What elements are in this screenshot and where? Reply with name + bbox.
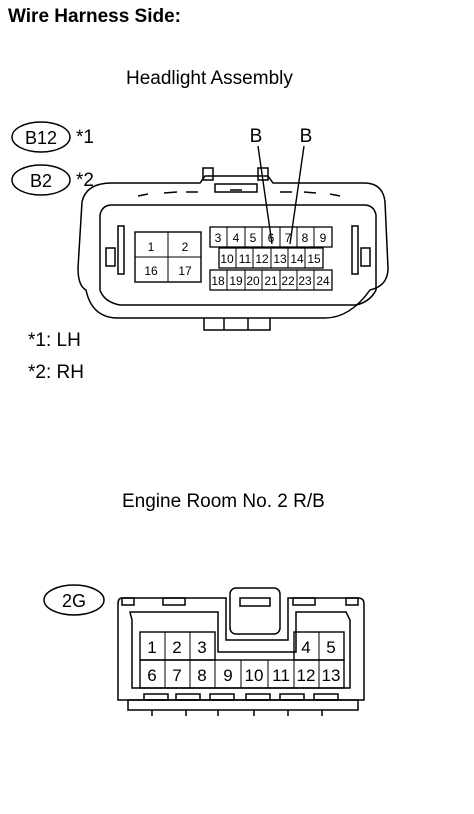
pin-1: 1 [148,240,155,254]
pin-24: 24 [316,274,330,288]
page-title: Wire Harness Side: [8,6,182,27]
pin-20: 20 [246,274,260,288]
svg-text:B2: B2 [30,171,52,191]
svg-text:*2: *2 [76,170,94,191]
pin-13: 13 [273,252,287,266]
pin-7: 7 [285,231,292,245]
pin-18: 18 [211,274,225,288]
pin-2: 2 [182,240,189,254]
pin-6: 6 [268,231,275,245]
connector-code-b12: B12 *1 [11,121,94,153]
engine-room-title: Engine Room No. 2 R/B [122,491,325,512]
headlight-connector [77,167,389,331]
headlight-assembly-title: Headlight Assembly [126,68,293,89]
pin-10: 10 [245,666,264,685]
connector-code-b2: B2 *2 [11,164,94,196]
pin-22: 22 [281,274,295,288]
pin-5: 5 [250,231,257,245]
pin-23: 23 [298,274,312,288]
svg-text:*1: *1 [76,127,94,148]
pin-3: 3 [215,231,222,245]
pin-14: 14 [290,252,304,266]
pin-2: 2 [172,638,181,657]
pin-17: 17 [178,264,192,278]
svg-text:B: B [250,126,263,147]
engine-room-connector [117,587,365,716]
pin-6: 6 [147,666,156,685]
pin-13: 13 [322,666,341,685]
pin-4: 4 [233,231,240,245]
pin-10: 10 [220,252,234,266]
pin-8: 8 [302,231,309,245]
headlight-pins-right: 3 4 5 6 7 8 9 10 11 12 13 14 15 18 19 20… [209,226,333,291]
wire-labels: B B [250,126,313,245]
note-lh: *1: LH [28,330,81,351]
svg-text:2G: 2G [62,591,86,611]
pin-4: 4 [301,638,310,657]
headlight-pins-left: 1 2 16 17 [134,231,202,283]
pin-1: 1 [147,638,156,657]
pin-8: 8 [197,666,206,685]
svg-text:B: B [300,126,313,147]
pin-11: 11 [272,666,290,685]
pin-5: 5 [326,638,335,657]
pin-3: 3 [197,638,206,657]
svg-text:B12: B12 [25,128,57,148]
pin-12: 12 [297,666,316,685]
pin-12: 12 [255,252,269,266]
pin-7: 7 [172,666,181,685]
note-rh: *2: RH [28,362,84,383]
pin-11: 11 [239,252,252,266]
pin-21: 21 [264,274,278,288]
engine-room-pins: 1 2 3 4 5 6 7 8 9 10 11 12 13 [139,631,345,689]
pin-16: 16 [144,264,158,278]
pin-9: 9 [320,231,327,245]
pin-9: 9 [223,666,232,685]
pin-15: 15 [307,252,321,266]
pin-19: 19 [229,274,243,288]
connector-code-2g: 2G [43,584,105,616]
